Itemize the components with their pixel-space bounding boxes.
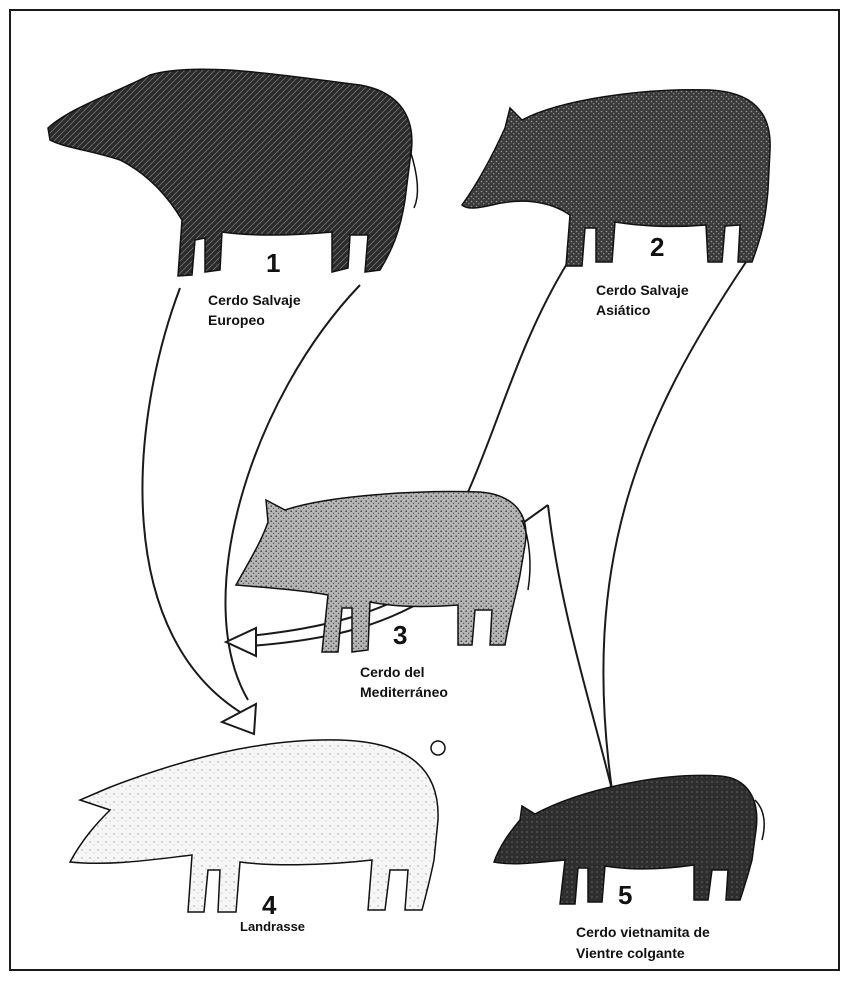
breed-label-4-line1: Landrasse bbox=[240, 918, 305, 936]
breed-number-5: 5 bbox=[618, 880, 632, 911]
breed-label-1-line1: Cerdo Salvaje bbox=[208, 290, 301, 310]
breed-number-3: 3 bbox=[393, 620, 407, 651]
breed-label-2-line1: Cerdo Salvaje bbox=[596, 280, 689, 300]
breed-label-3: Cerdo del Mediterráneo bbox=[360, 662, 448, 702]
breed-number-2: 2 bbox=[650, 232, 664, 263]
breed-label-1: Cerdo Salvaje Europeo bbox=[208, 290, 301, 330]
breed-label-5-line2: Vientre colgante bbox=[576, 943, 710, 964]
arrow-2-to-3 bbox=[468, 262, 568, 492]
arrow-3-to-5 bbox=[548, 505, 612, 790]
mediterranean-pig-icon bbox=[236, 492, 530, 652]
breed-label-3-line1: Cerdo del bbox=[360, 662, 448, 682]
arrow-1-to-4 bbox=[142, 288, 250, 718]
landrace-pig-icon bbox=[70, 740, 445, 912]
breed-label-2: Cerdo Salvaje Asiático bbox=[596, 280, 689, 320]
asian-wild-boar-icon bbox=[462, 90, 770, 266]
arrow-2-to-5 bbox=[603, 262, 746, 790]
breed-label-5-line1: Cerdo vietnamita de bbox=[576, 922, 710, 943]
breed-label-4: Landrasse bbox=[240, 918, 305, 936]
arrowhead-4-a bbox=[222, 704, 256, 734]
breed-number-4: 4 bbox=[262, 890, 276, 921]
breed-number-1: 1 bbox=[266, 248, 280, 279]
european-wild-boar-icon bbox=[48, 69, 417, 276]
breed-label-1-line2: Europeo bbox=[208, 310, 301, 330]
breed-label-3-line2: Mediterráneo bbox=[360, 682, 448, 702]
breed-label-2-line2: Asiático bbox=[596, 300, 689, 320]
breed-label-5: Cerdo vietnamita de Vientre colgante bbox=[576, 922, 710, 964]
